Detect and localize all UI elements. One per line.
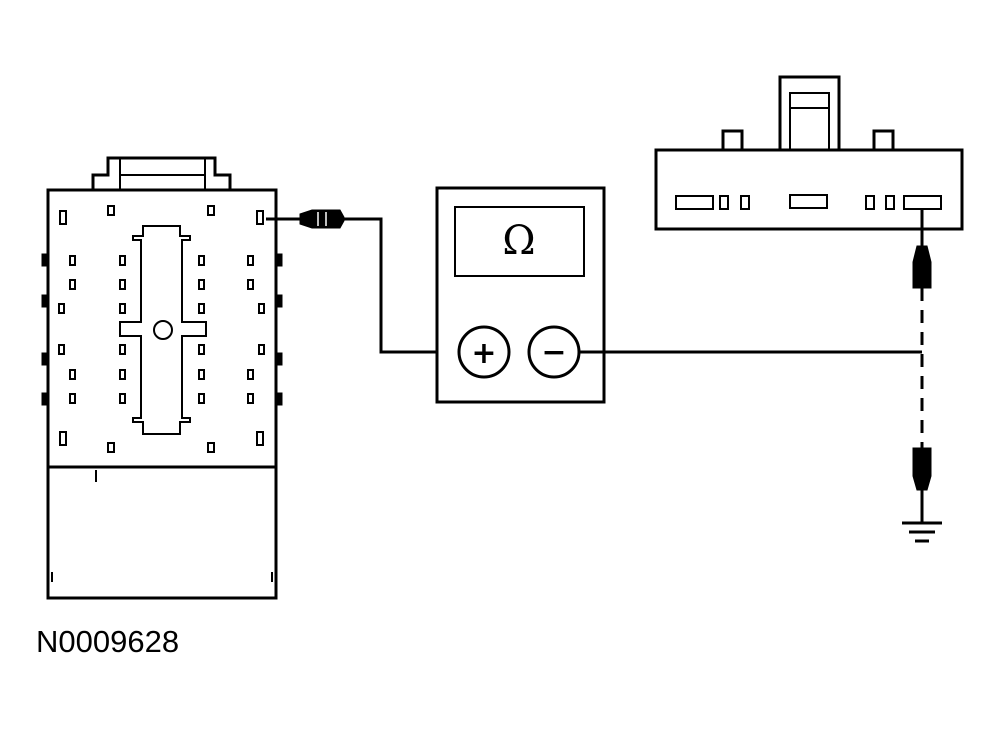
- figure-id-label: N0009628: [36, 624, 180, 659]
- component-connector: [654, 75, 964, 231]
- positive-terminal-label: +: [471, 336, 496, 371]
- positive-test-lead: [266, 209, 459, 354]
- connector-pins: [58, 205, 265, 453]
- ohmmeter: Ω + −: [435, 186, 606, 404]
- ground-path: [912, 209, 932, 522]
- negative-terminal-label: −: [541, 335, 566, 370]
- module-connector: [41, 156, 283, 600]
- ohm-symbol: Ω: [502, 218, 535, 264]
- ground-icon: [902, 521, 942, 543]
- positive-terminal: [457, 325, 511, 379]
- meter-display: [454, 206, 585, 277]
